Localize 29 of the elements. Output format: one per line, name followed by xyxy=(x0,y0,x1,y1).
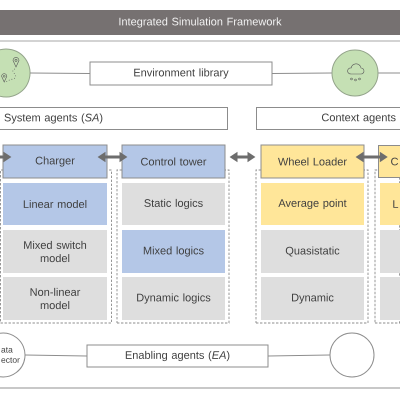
connector-line xyxy=(30,72,90,74)
option-box: L xyxy=(380,183,400,225)
option-box: Dynamic logics xyxy=(122,277,225,320)
circle-node xyxy=(0,48,30,98)
option-box: Mixed logics xyxy=(122,230,225,273)
header-box: Charger xyxy=(2,144,108,178)
circle-node xyxy=(332,50,378,96)
label-box: Enabling agents (EA) xyxy=(86,344,268,368)
option-box: Dynamic xyxy=(261,277,364,320)
option-box: Static logics xyxy=(122,183,225,225)
header-box: C xyxy=(378,145,400,178)
option-box: Linear model xyxy=(3,183,107,225)
label-box: Context agents xyxy=(256,107,400,130)
label-box: System agents (SA) xyxy=(0,107,228,130)
label-box: Environment library xyxy=(90,62,272,86)
option-box: Non-linear model xyxy=(3,277,107,320)
circle-node xyxy=(330,332,374,378)
header-box: Control tower xyxy=(122,144,226,178)
option-box xyxy=(380,277,400,320)
option-box xyxy=(380,230,400,273)
title-bar: Integrated Simulation Framework xyxy=(0,10,400,35)
connector-line xyxy=(272,72,332,74)
option-box: Quasistatic xyxy=(261,230,364,273)
option-box: Average point xyxy=(261,183,364,225)
connector-line xyxy=(268,354,330,356)
header-box: Wheel Loader xyxy=(260,144,364,178)
option-box: Mixed switch model xyxy=(3,230,107,273)
connector-line xyxy=(378,72,400,74)
connector-line xyxy=(24,354,87,356)
